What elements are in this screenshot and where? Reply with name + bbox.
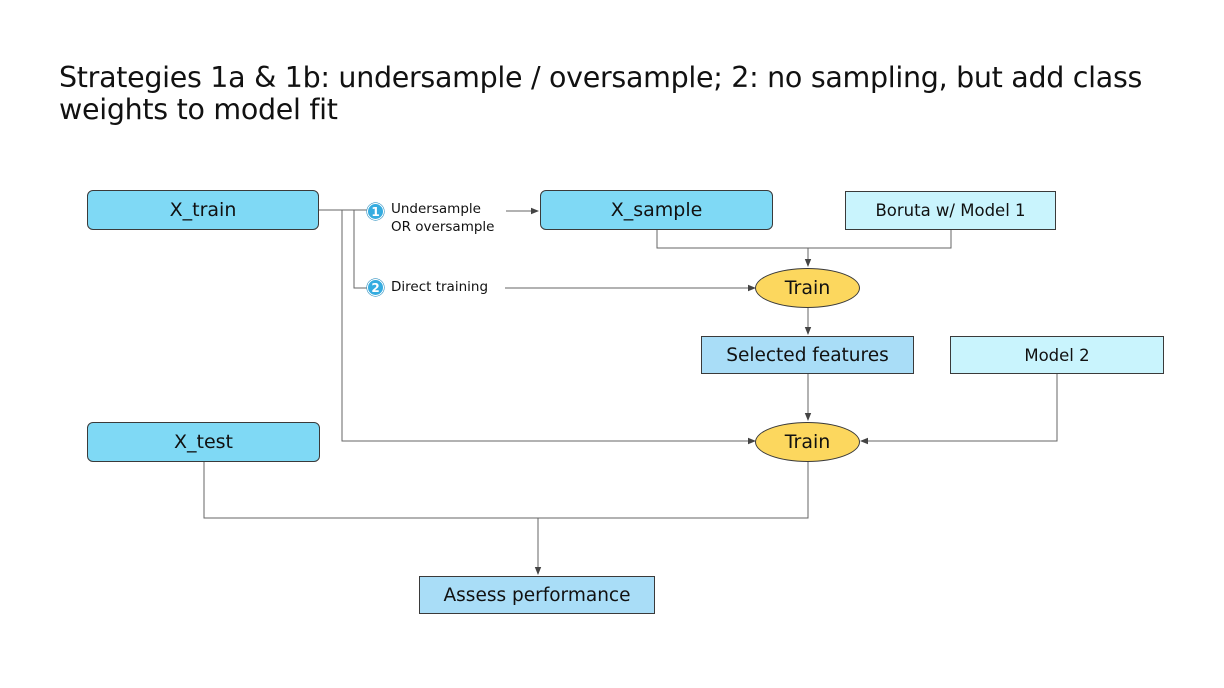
x-sample-node: X_sample (540, 190, 773, 230)
train-2-node: Train (755, 422, 860, 462)
branch-1-badge: 1 (367, 203, 384, 220)
branch-1-label-line-1: Undersample (391, 201, 481, 217)
connector-xtest-to-merge (203, 462, 538, 519)
connector-xtrain-to-branch2 (353, 210, 368, 289)
selected-features-node: Selected features (701, 336, 914, 374)
x-train-node: X_train (87, 190, 319, 230)
connector-train2-to-merge (538, 462, 809, 519)
branch-2-label: Direct training (391, 279, 489, 295)
train-1-node: Train (755, 268, 860, 308)
branch-1-label: Undersample OR oversample (391, 200, 495, 236)
connector-xsample-to-merge (656, 230, 808, 249)
branch-2-badge: 2 (367, 279, 384, 296)
connector-boruta-to-merge (808, 230, 952, 249)
branch-1-label-line-2: OR oversample (391, 219, 495, 235)
connector-model2-to-train2 (860, 374, 1058, 445)
page-title: Strategies 1a & 1b: undersample / oversa… (59, 61, 1143, 126)
connector-xtrain-to-train2 (341, 210, 756, 445)
assess-performance-node: Assess performance (419, 576, 655, 614)
x-test-node: X_test (87, 422, 320, 462)
model-2-node: Model 2 (950, 336, 1164, 374)
boruta-node: Boruta w/ Model 1 (845, 191, 1056, 230)
